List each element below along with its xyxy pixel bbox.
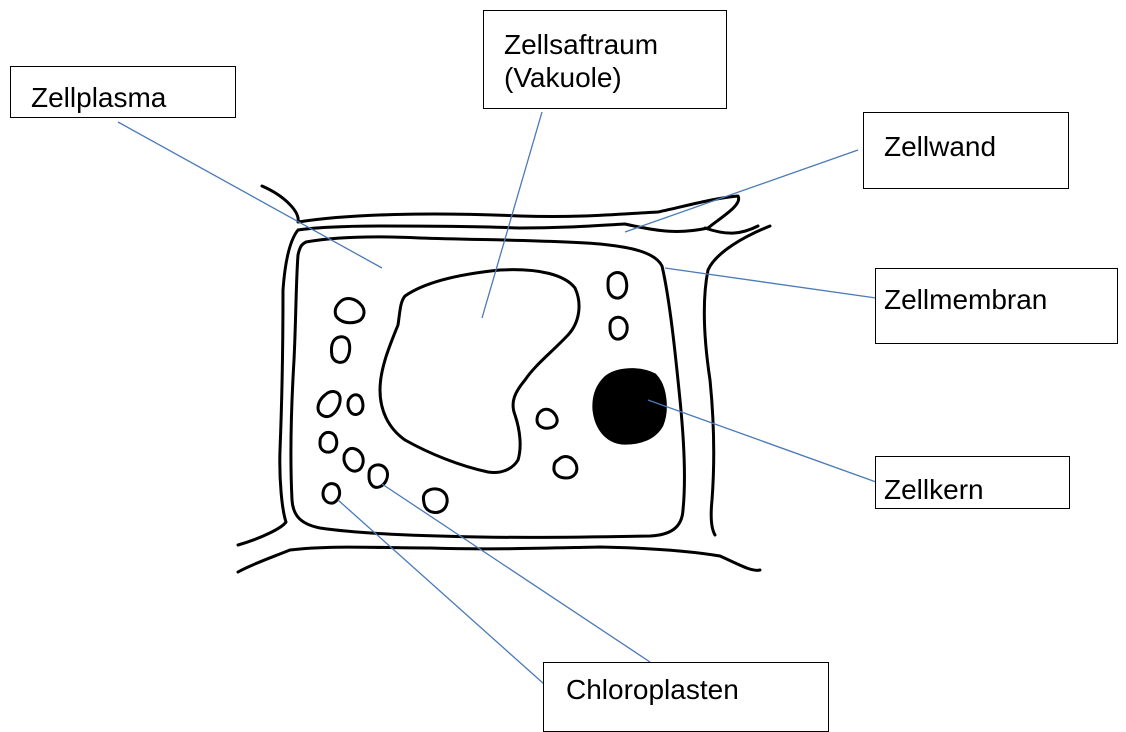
plant-cell-diagram: Zellplasma Zellsaftraum (Vakuole) Zellwa… xyxy=(0,0,1126,700)
vacuole-outline xyxy=(380,270,579,473)
chloroplast xyxy=(554,457,577,478)
label-zellsaftraum: Zellsaftraum (Vakuole) xyxy=(483,10,727,109)
cell-wall-right xyxy=(704,226,770,535)
chloroplast xyxy=(335,299,364,323)
label-zellkern: Zellkern xyxy=(875,456,1070,509)
chloroplast xyxy=(331,337,349,363)
nucleus xyxy=(594,370,665,443)
chloroplast xyxy=(369,465,388,488)
chloroplast xyxy=(537,409,557,428)
label-chloroplasten: Chloroplasten xyxy=(543,662,829,732)
chloroplast xyxy=(320,432,337,452)
chloroplast xyxy=(348,395,363,415)
chloroplast xyxy=(318,391,340,416)
leader-line-zellplasma xyxy=(118,122,382,268)
chloroplast xyxy=(323,484,340,504)
chloroplast xyxy=(344,448,363,471)
cell-wall-bottom xyxy=(238,547,760,572)
leader-line-chloroplasten-2 xyxy=(382,484,650,662)
label-zellmembran-text: Zellmembran xyxy=(884,283,1117,316)
leader-line-chloroplasten-1 xyxy=(338,500,544,684)
label-zellwand-text: Zellwand xyxy=(884,130,1068,163)
label-zellplasma-text: Zellplasma xyxy=(31,81,235,114)
leader-line-zellmembran xyxy=(665,268,876,298)
leader-line-zellwand xyxy=(625,150,858,232)
chloroplast xyxy=(610,317,627,339)
label-zellkern-text: Zellkern xyxy=(884,473,1069,506)
chloroplast xyxy=(423,489,447,513)
label-zellplasma: Zellplasma xyxy=(10,66,236,118)
label-zellmembran: Zellmembran xyxy=(875,268,1118,344)
label-zellwand: Zellwand xyxy=(863,112,1069,189)
label-vakuole-text: (Vakuole) xyxy=(504,61,726,94)
label-zellsaftraum-text: Zellsaftraum xyxy=(504,28,726,61)
chloroplast xyxy=(608,273,627,299)
label-chloroplasten-text: Chloroplasten xyxy=(566,673,828,706)
